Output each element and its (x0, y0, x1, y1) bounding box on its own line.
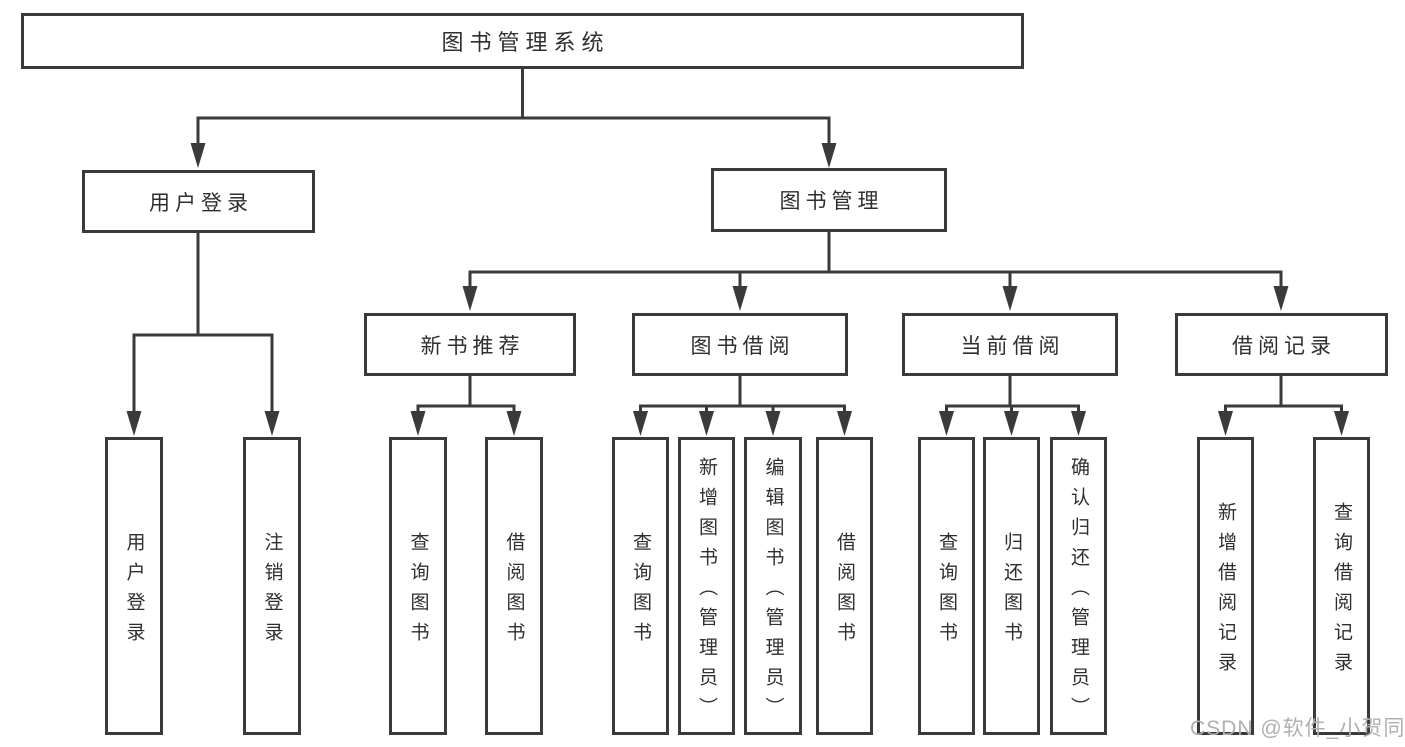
node-label: 查询借阅记录 (1331, 501, 1352, 682)
node-label: 确认归还（管理员） (1068, 456, 1089, 727)
node-label: 查询图书 (936, 531, 957, 652)
node-label: 用户登录 (123, 531, 145, 652)
leaf-bb-query-books: 查询图书 (612, 437, 669, 735)
connector-root-to-level2 (190, 67, 837, 168)
node-label: 查询图书 (407, 531, 429, 652)
leaf-bb-add-books-admin: 新增图书（管理员） (678, 437, 735, 735)
node-new-book-recommendation: 新书推荐 (364, 313, 576, 376)
leaf-cb-return-books: 归还图书 (983, 437, 1040, 735)
connector-current-borrow-children (939, 374, 1086, 436)
node-label: 借阅图书 (834, 531, 855, 652)
node-label: 借阅记录 (1232, 334, 1336, 358)
node-book-borrowing: 图书借阅 (632, 313, 848, 376)
leaf-cb-query-books: 查询图书 (918, 437, 975, 735)
leaf-user-login: 用户登录 (105, 437, 163, 735)
node-label: 新增图书（管理员） (696, 456, 717, 727)
node-label: 用户登录 (149, 191, 253, 215)
node-book-management: 图书管理 (711, 168, 947, 232)
node-label: 新增借阅记录 (1215, 501, 1236, 682)
node-current-borrowing: 当前借阅 (902, 313, 1118, 376)
leaf-bb-borrow-books: 借阅图书 (816, 437, 873, 735)
node-label: 借阅图书 (503, 531, 525, 652)
node-label: 注销登录 (261, 531, 283, 652)
leaf-br-add-record: 新增借阅记录 (1197, 437, 1254, 735)
node-label: 编辑图书（管理员） (762, 456, 784, 727)
leaf-cb-confirm-return-admin: 确认归还（管理员） (1050, 437, 1107, 735)
node-label: 当前借阅 (960, 334, 1065, 358)
leaf-br-query-record: 查询借阅记录 (1313, 437, 1370, 735)
connector-user-login-children (126, 231, 280, 436)
node-library-management-system: 图书管理系统 (21, 13, 1024, 69)
node-label: 图书管理 (779, 190, 884, 213)
node-label: 归还图书 (1001, 531, 1022, 652)
leaf-rec-borrow-books: 借阅图书 (485, 437, 543, 735)
node-label: 查询图书 (630, 531, 651, 652)
connector-new-book-rec-children (410, 374, 522, 436)
node-borrowing-records: 借阅记录 (1175, 313, 1388, 376)
node-user-login: 用户登录 (82, 170, 315, 233)
connector-borrow-record-children (1218, 374, 1349, 436)
leaf-bb-edit-books-admin: 编辑图书（管理员） (744, 437, 802, 735)
leaf-rec-query-books: 查询图书 (389, 437, 447, 735)
node-label: 图书管理系统 (441, 30, 610, 55)
csdn-watermark: CSDN @软件_小贺同学 (1190, 717, 1405, 740)
node-label: 图书借阅 (690, 334, 795, 358)
connector-book-borrow-children (633, 374, 852, 436)
node-label: 新书推荐 (420, 334, 525, 358)
connector-book-mgmt-to-level3 (462, 231, 1289, 311)
leaf-logout: 注销登录 (243, 437, 301, 735)
